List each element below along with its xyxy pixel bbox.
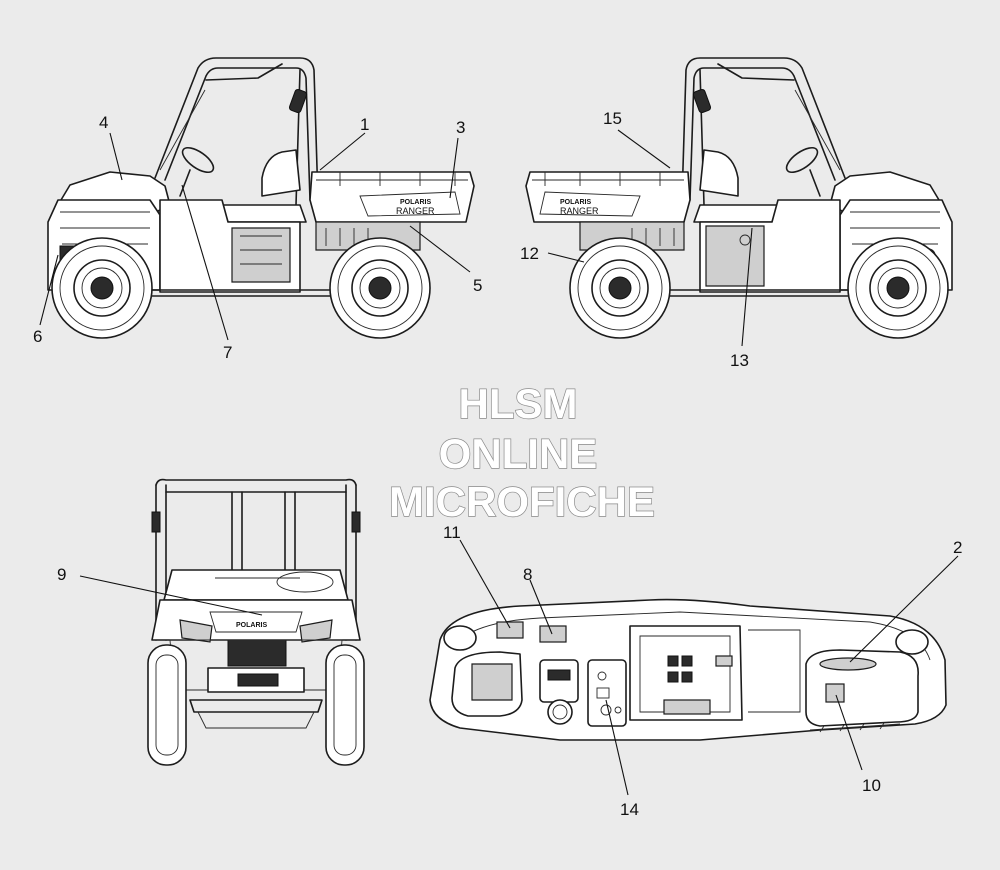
callout-10: 10 xyxy=(862,776,881,795)
callout-1: 1 xyxy=(360,115,369,134)
watermark-line-2: ONLINE xyxy=(439,430,598,477)
leader-2 xyxy=(849,555,959,663)
callout-8: 8 xyxy=(523,565,532,584)
leader-12 xyxy=(547,252,585,263)
leader-13 xyxy=(741,227,753,347)
callout-5: 5 xyxy=(473,276,482,295)
callout-13: 13 xyxy=(730,351,749,370)
callout-15: 15 xyxy=(603,109,622,128)
brand-text-left: POLARIS xyxy=(400,199,431,206)
front-view: POLARIS xyxy=(147,478,365,766)
callout-12: 12 xyxy=(520,244,539,263)
leader-10 xyxy=(835,694,863,771)
callout-4: 4 xyxy=(99,113,108,132)
watermark-line-3: MICROFICHE xyxy=(389,478,655,525)
leader-11 xyxy=(459,539,511,629)
callout-2: 2 xyxy=(953,538,962,557)
leader-8 xyxy=(529,579,553,635)
leader-14 xyxy=(605,699,629,796)
leader-3 xyxy=(449,137,459,199)
left-side-view: POLARIS RANGER xyxy=(47,57,475,339)
leader-6 xyxy=(39,254,59,326)
callout-9: 9 xyxy=(57,565,66,584)
callout-11: 11 xyxy=(443,523,461,542)
model-text-right: RANGER xyxy=(560,206,599,216)
callout-14: 14 xyxy=(620,800,639,819)
watermark-line-1: HLSM xyxy=(459,380,578,427)
dashboard-view xyxy=(429,598,947,741)
model-text-left: RANGER xyxy=(396,206,435,216)
leader-lines xyxy=(39,129,959,796)
leader-1 xyxy=(319,132,366,171)
leader-7 xyxy=(181,184,229,341)
leader-4 xyxy=(109,132,123,181)
brand-text-right: POLARIS xyxy=(560,199,591,206)
callout-6: 6 xyxy=(33,327,42,346)
callout-3: 3 xyxy=(456,118,465,137)
watermark: HLSM ONLINE MICROFICHE xyxy=(388,379,655,525)
callouts: 1 2 3 4 5 6 7 8 9 10 11 12 13 14 15 xyxy=(33,109,962,819)
brand-text-front: POLARIS xyxy=(236,622,267,629)
right-side-view: POLARIS RANGER xyxy=(525,57,953,339)
leader-15 xyxy=(617,129,671,169)
leader-9 xyxy=(79,575,263,616)
leader-5 xyxy=(409,225,471,273)
callout-7: 7 xyxy=(223,343,232,362)
